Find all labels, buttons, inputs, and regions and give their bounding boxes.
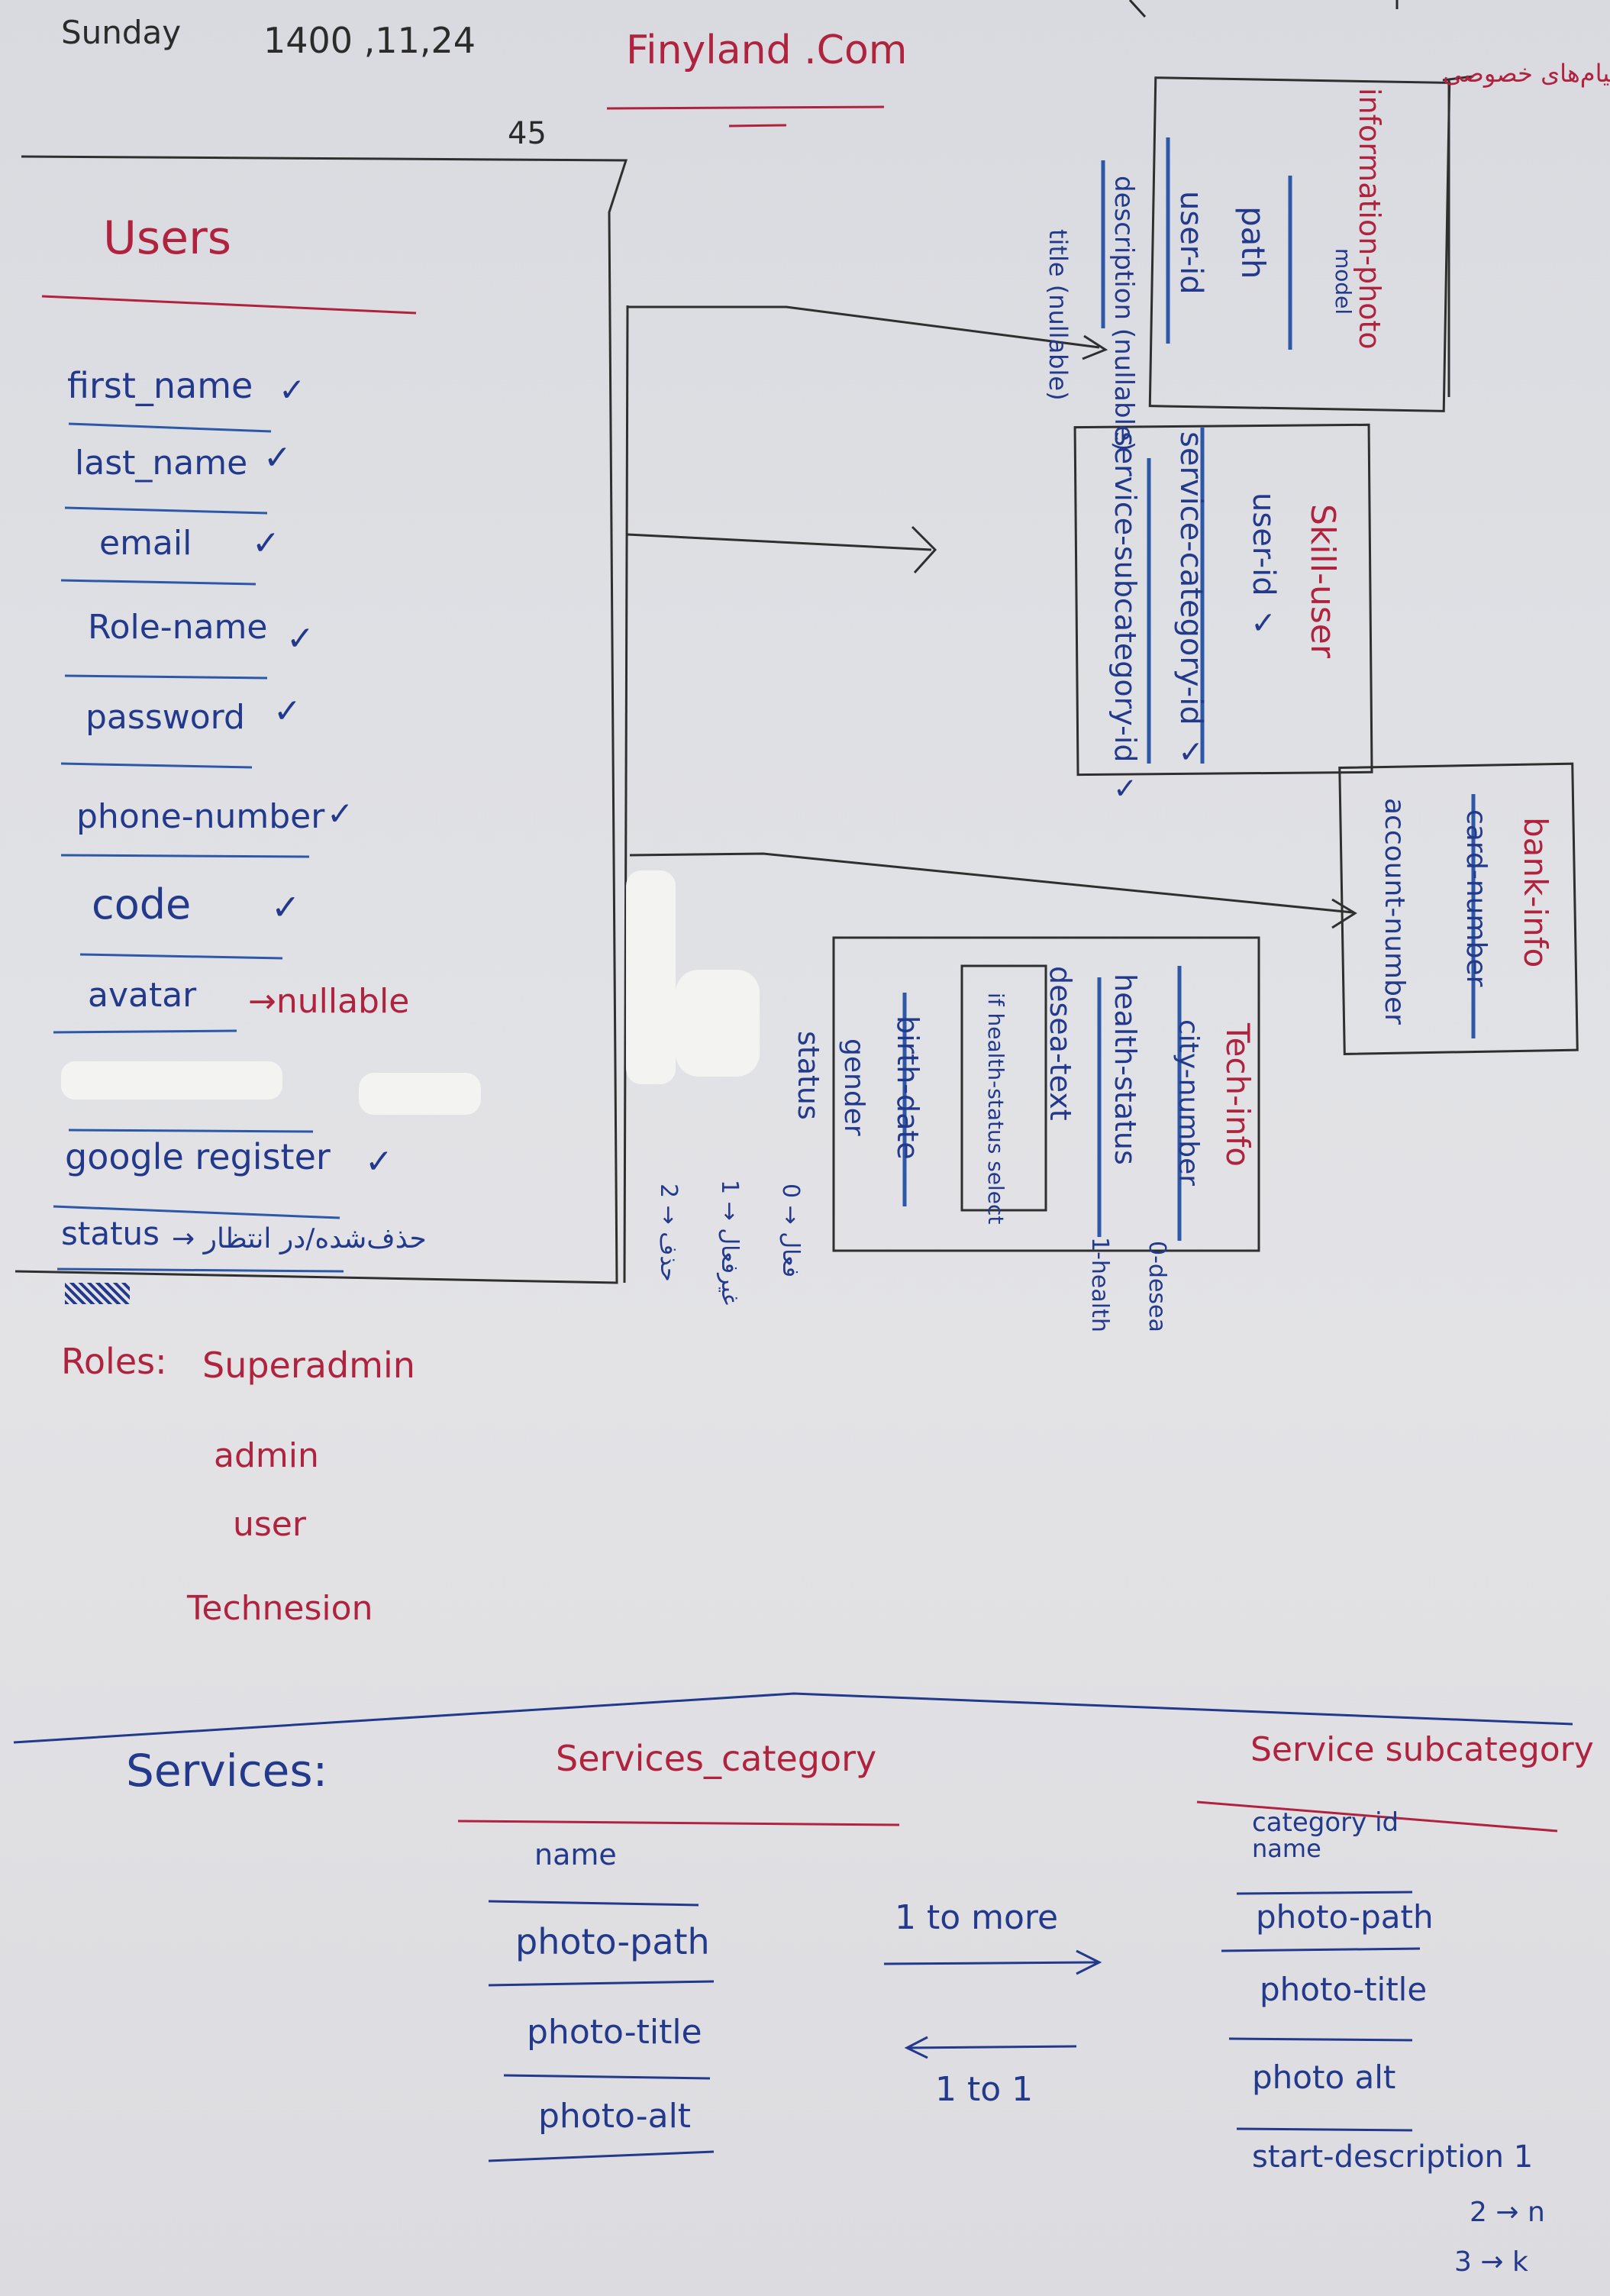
services-label: Services: [126,1745,328,1797]
tech-info-field-gender: gender [838,1038,870,1136]
bank-info-field-account: account-number [1379,798,1410,1025]
info-photo-field-title: title (nullable) [1044,229,1073,401]
tech-info-status-2: 2 → حذف [655,1184,682,1282]
tech-info-status-1: 1 → غیرفعال [716,1180,743,1306]
info-photo-field-description: description (nullable) [1108,176,1139,452]
services-category-field-photo-path: photo-path [515,1921,710,1962]
header-site: Finyland .Com [626,27,908,73]
users-field-first-name-mark: ✓ [279,371,306,409]
role-user: user [233,1505,306,1544]
correction-fluid-mark [359,1073,481,1115]
subcategory-field-category-id: category id [1252,1807,1399,1838]
info-photo-field-path: path [1234,206,1272,279]
subcategory-field-photo-title: photo-title [1260,1971,1428,2008]
users-field-google-register: google register [65,1136,331,1177]
info-photo-field-model: model [1331,248,1356,315]
skill-user-field-user-id: user-id ✓ [1246,492,1281,641]
users-field-last-name-mark: ✓ [263,438,292,477]
tech-info-status-0: 0 → فعال [777,1184,804,1278]
services-category-field-photo-title: photo-title [527,2013,702,2052]
tech-info-field-desea-text: desea-text [1044,966,1077,1121]
top-right-note: پیام‌های خصوصی [1443,59,1610,88]
roles-label: Roles: [61,1341,167,1382]
scribble-mark [65,1283,130,1304]
users-field-email: email [99,524,192,563]
skill-user-title: Skill-user [1303,504,1342,658]
correction-fluid-mark [676,970,760,1077]
role-superadmin: Superadmin [202,1345,415,1386]
users-field-first-name: first_name [67,365,253,406]
tech-info-field-health: health-status [1108,974,1142,1165]
users-field-google-register-mark: ✓ [365,1142,393,1181]
users-field-avatar: avatar [88,976,197,1015]
tech-info-field-city: city-number [1173,1019,1204,1187]
tech-info-title: Tech-info [1219,1023,1257,1167]
bank-info-field-card: card-number [1460,809,1492,987]
services-subcategory-title: Service subcategory [1250,1730,1594,1769]
info-photo-title: information-photo [1353,88,1386,350]
users-field-status-mark: → حذف‌شده/در انتظار [172,1223,427,1255]
users-field-password: password [86,698,245,737]
users-field-password-mark: ✓ [273,692,302,731]
correction-fluid-mark [626,870,676,1084]
bank-info-title: bank-info [1517,817,1554,968]
subcategory-field-photo-path: photo-path [1256,1898,1434,1936]
tech-info-field-birth-date: birth-date [891,1016,924,1160]
tech-info-side-note-health: 1-health [1086,1237,1113,1332]
subcategory-field-photo-alt: photo alt [1252,2059,1396,2096]
subcategory-field-name: name [1252,1834,1321,1863]
users-field-code: code [92,880,192,928]
services-category-title: Services_category [556,1738,877,1779]
users-table-outline [15,155,628,1284]
users-field-last-name: last_name [75,444,248,483]
subcategory-note-2n: 2 → n [1470,2197,1545,2228]
correction-fluid-mark [61,1061,282,1100]
page-number: 45 [508,116,547,151]
users-field-phone-number: phone-number [76,797,325,836]
header-date: 1400 ,11,24 [263,20,476,61]
users-field-role-name-mark: ✓ [286,619,315,658]
users-field-status: status [61,1215,160,1252]
users-field-phone-number-mark: ✓ [327,795,354,832]
skill-user-field-category: service-category-id ✓ [1173,431,1208,770]
services-category-field-photo-alt: photo-alt [538,2097,692,2136]
header-day: Sunday [61,14,182,51]
tech-info-field-status: status [792,1031,825,1120]
users-field-email-mark: ✓ [252,524,280,563]
services-category-field-name: name [534,1838,617,1871]
users-title: Users [103,212,232,265]
info-photo-field-user-id: user-id [1173,191,1208,295]
role-admin: admin [214,1436,319,1475]
tech-info-side-note-desea: 0-desea [1144,1241,1170,1332]
relation-forward: 1 to more [895,1898,1059,1937]
subcategory-note-3k: 3 → k [1454,2246,1528,2278]
tech-info-health-note: if health-status select [983,993,1008,1225]
users-field-code-mark: ✓ [271,886,301,928]
users-field-avatar-mark: →nullable [248,982,410,1021]
subcategory-field-start-description: start-description 1 [1252,2139,1534,2175]
relation-back: 1 to 1 [935,2070,1034,2109]
skill-user-field-subcategory: service-subcategory-id ✓ [1108,431,1142,806]
role-technesion: Technesion [187,1589,373,1628]
users-field-role-name: Role-name [88,608,268,647]
